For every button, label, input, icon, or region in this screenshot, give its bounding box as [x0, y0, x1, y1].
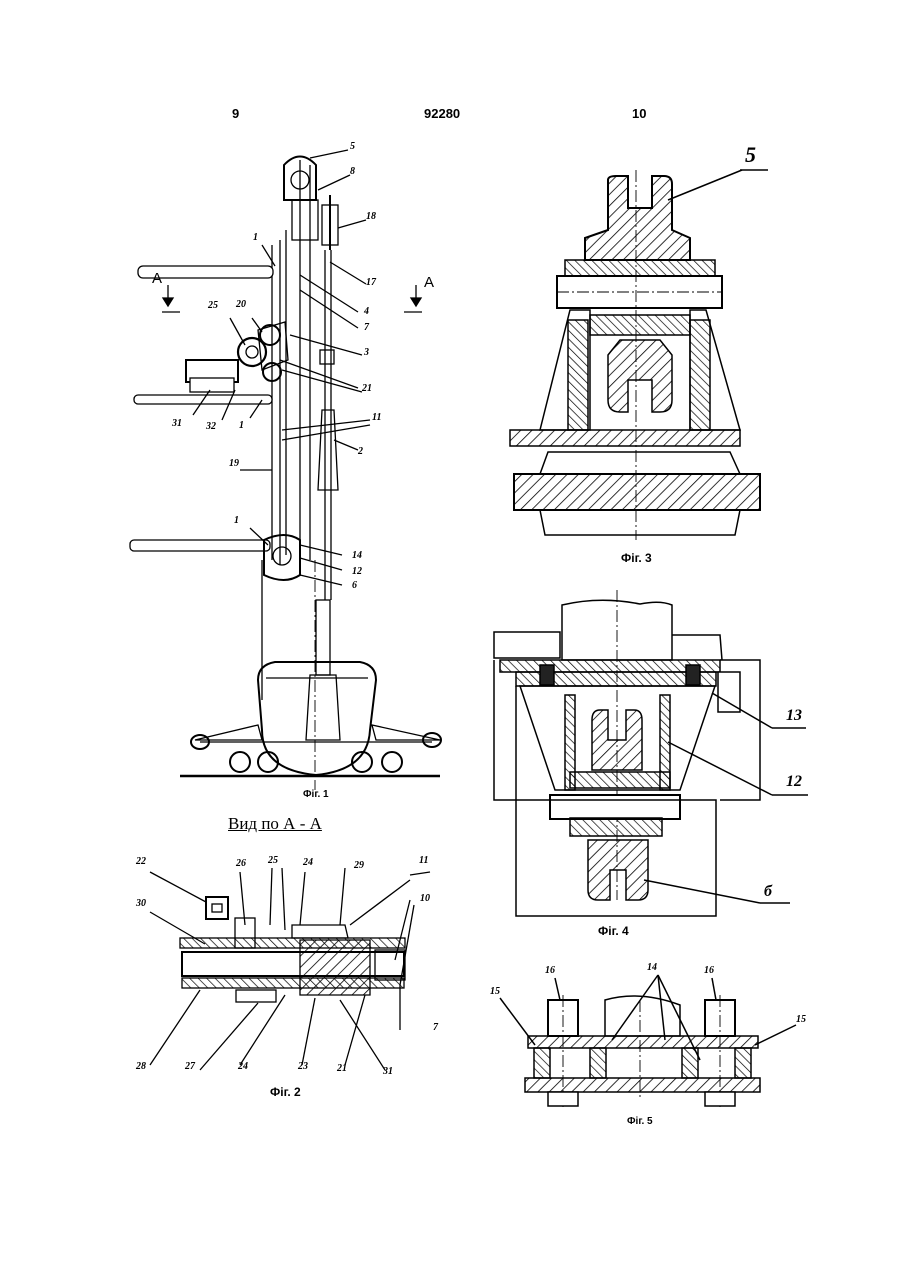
fig2-title: Вид по А - А: [228, 814, 322, 834]
fig4-label-12: 12: [786, 773, 802, 791]
fig1-label-2: 2: [358, 446, 363, 457]
fig1-label-5: 5: [350, 141, 355, 152]
fig1-label-6: 6: [352, 580, 357, 591]
fig4-drawing: [494, 590, 808, 916]
fig2-label-10: 10: [420, 893, 430, 904]
fig5-label-16-left: 16: [545, 965, 555, 976]
fig2-caption: Фіг. 2: [270, 1085, 301, 1099]
fig1-label-20: 20: [236, 299, 246, 310]
fig1-label-12: 12: [352, 566, 362, 577]
fig1-drawing: [130, 150, 441, 790]
fig1-label-32: 32: [206, 421, 216, 432]
fig2-label-24-bottom: 24: [238, 1061, 248, 1072]
fig1-label-21: 21: [362, 383, 372, 394]
fig1-label-8: 8: [350, 166, 355, 177]
fig4-label-6: б: [764, 883, 772, 901]
fig1-label-25: 25: [208, 300, 218, 311]
fig1-label-7: 7: [364, 322, 369, 333]
fig3-label-5: 5: [745, 142, 756, 168]
fig5-label-14: 14: [647, 962, 657, 973]
fig5-label-16-right: 16: [704, 965, 714, 976]
section-mark-a-left: A: [152, 270, 162, 287]
fig2-label-26: 26: [236, 858, 246, 869]
fig1-label-31: 31: [172, 418, 182, 429]
fig2-label-25: 25: [268, 855, 278, 866]
fig1-label-19: 19: [229, 458, 239, 469]
fig2-label-23: 23: [298, 1061, 308, 1072]
fig1-label-14: 14: [352, 550, 362, 561]
fig2-label-27: 27: [185, 1061, 195, 1072]
fig2-label-22: 22: [136, 856, 146, 867]
fig2-label-31: 31: [383, 1066, 393, 1077]
fig2-drawing: [150, 868, 430, 1070]
fig2-label-30: 30: [136, 898, 146, 909]
fig1-label-1-low: 1: [234, 515, 239, 526]
fig5-label-15-right: 15: [796, 1014, 806, 1025]
fig4-label-13: 13: [786, 707, 802, 725]
fig3-caption: Фіг. 3: [621, 551, 652, 565]
fig5-drawing: [500, 975, 796, 1108]
fig5-label-15-left: 15: [490, 986, 500, 997]
fig1-label-1-mid: 1: [239, 420, 244, 431]
fig4-caption: Фіг. 4: [598, 924, 629, 938]
fig1-label-3: 3: [364, 347, 369, 358]
fig2-label-28: 28: [136, 1061, 146, 1072]
fig1-label-18: 18: [366, 211, 376, 222]
fig3-drawing: [510, 170, 768, 540]
fig1-label-11: 11: [372, 412, 381, 423]
fig1-label-17: 17: [366, 277, 376, 288]
fig1-label-4: 4: [364, 306, 369, 317]
fig1-caption: Фіг. 1: [303, 789, 329, 800]
section-mark-a-right: A: [424, 274, 434, 291]
fig2-label-29: 29: [354, 860, 364, 871]
fig1-label-1-top: 1: [253, 232, 258, 243]
fig2-label-21: 21: [337, 1063, 347, 1074]
fig2-label-24-top: 24: [303, 857, 313, 868]
fig2-label-7: 7: [433, 1022, 438, 1033]
fig5-caption: Фіг. 5: [627, 1116, 653, 1127]
fig2-label-11: 11: [419, 855, 428, 866]
